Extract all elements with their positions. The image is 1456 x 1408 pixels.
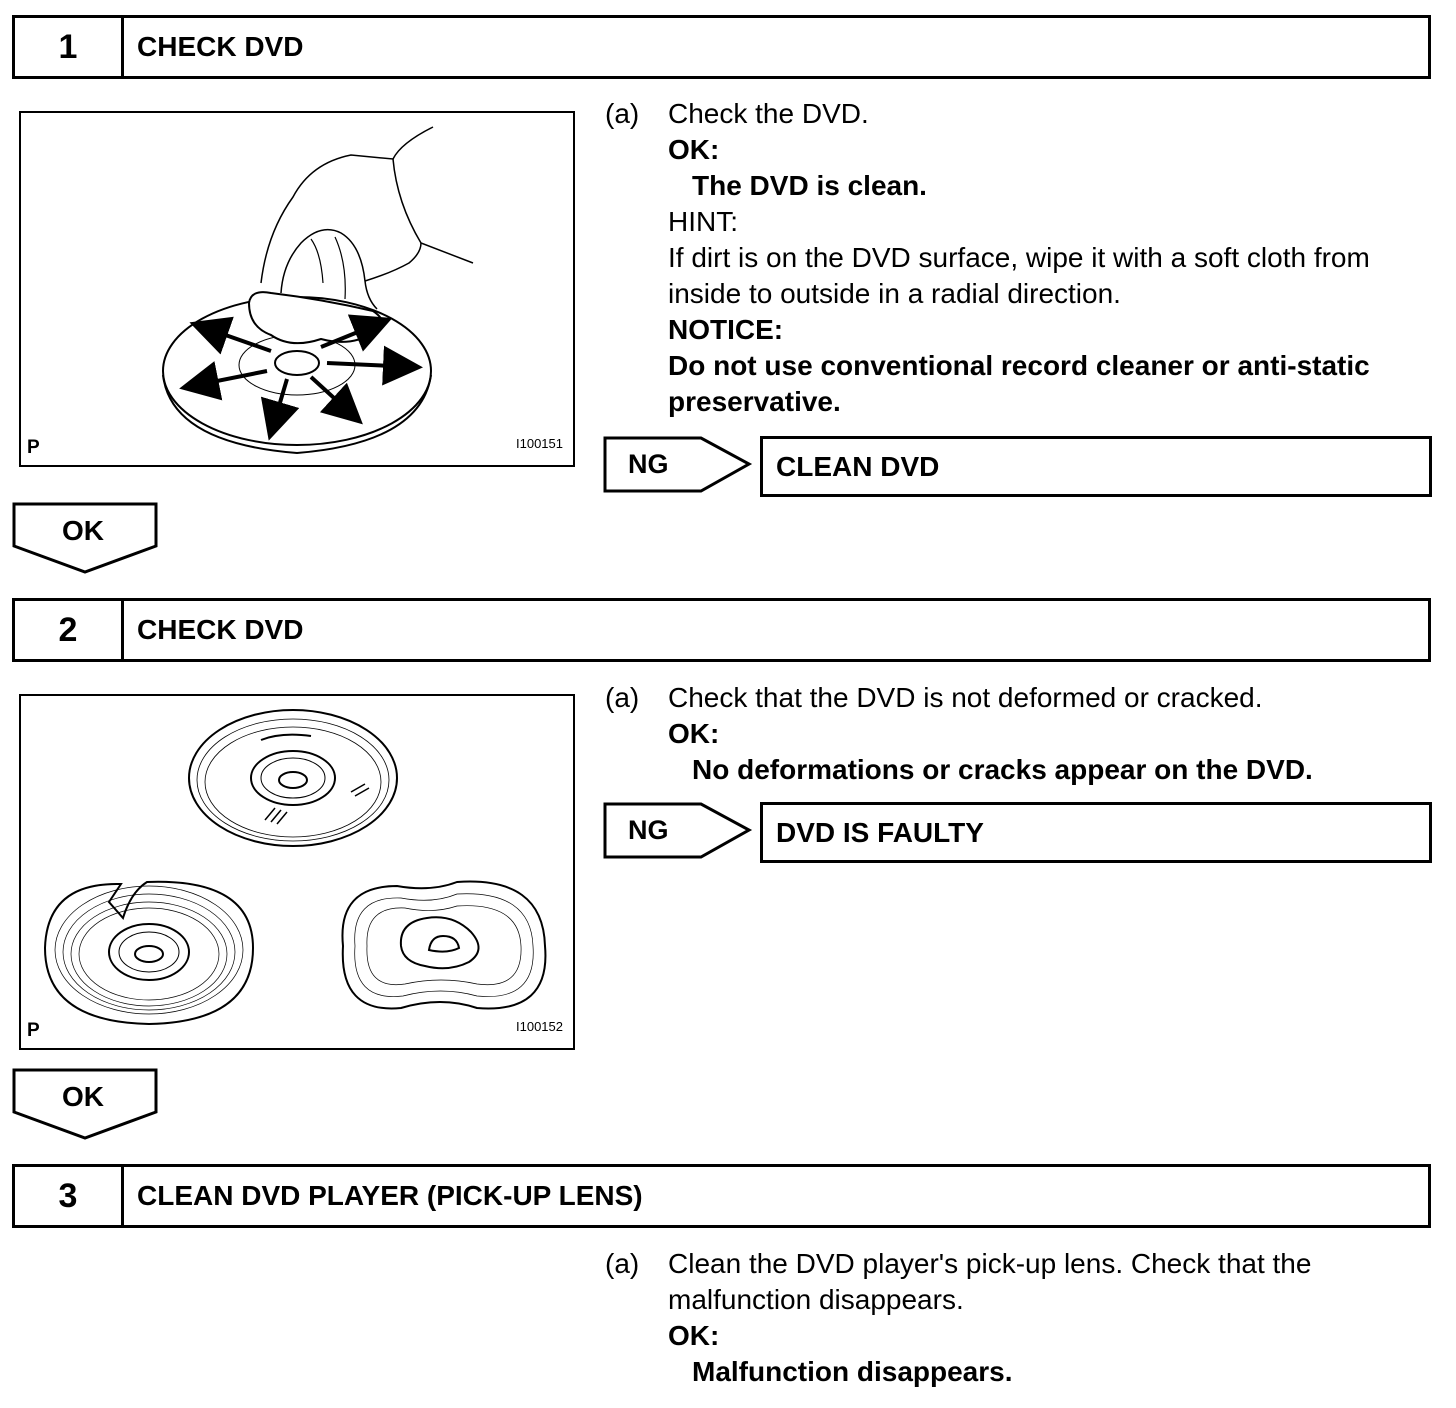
step-title: CLEAN DVD PLAYER (PICK-UP LENS) [137,1180,643,1211]
ng-result-box: DVD IS FAULTY [760,802,1432,863]
figure-id: I100152 [516,1019,563,1034]
instruction-line-1: Clean the DVD player's pick-up lens. Che… [668,1248,1312,1279]
notice-line-2: preservative. [668,386,841,417]
instruction-marker: (a) [605,1248,640,1279]
instruction-marker: (a) [605,682,640,713]
step-2-header: 2 CHECK DVD [12,598,1431,662]
ok-criteria: No deformations or cracks appear on the … [692,754,1313,785]
instruction-line-2: malfunction disappears. [668,1284,964,1315]
step-3-header: 3 CLEAN DVD PLAYER (PICK-UP LENS) [12,1164,1431,1228]
wipe-dvd-illustration [162,126,474,455]
ng-result-box: CLEAN DVD [760,436,1432,497]
notice-line-1: Do not use conventional record cleaner o… [668,350,1370,381]
instruction-marker: (a) [605,98,640,129]
ok-heading: OK: [668,1320,720,1351]
ok-arrow-label: OK [62,1081,104,1112]
ng-arrow-icon [603,436,753,493]
step-number: 2 [15,601,124,659]
instruction-text: Check that the DVD is not deformed or cr… [668,682,1263,713]
step-title: CHECK DVD [137,31,304,62]
figure-damaged-dvds: P I100152 [19,694,575,1050]
figure-corner-label: P [27,1020,40,1041]
step-title: CHECK DVD [137,614,304,645]
step-number: 3 [15,1167,124,1225]
notice-heading: NOTICE: [668,314,784,345]
ok-arrow-icon [12,1068,158,1140]
ok-arrow-icon [12,502,158,574]
instruction-text: Check the DVD. [668,98,869,129]
ok-criteria: The DVD is clean. [692,170,927,201]
damaged-dvds-illustration [43,709,547,1026]
step-1-header: 1 CHECK DVD [12,15,1431,79]
ok-arrow-label: OK [62,515,104,546]
ng-label: NG [628,815,669,845]
ng-arrow-icon [603,802,753,859]
ng-label: NG [628,449,669,479]
figure-corner-label: P [27,437,40,458]
figure-id: I100151 [516,436,563,451]
ok-heading: OK: [668,718,720,749]
step-number: 1 [15,18,124,76]
ok-heading: OK: [668,134,720,165]
figure-wipe-dvd: P I100151 [19,111,575,467]
ok-criteria: Malfunction disappears. [692,1356,1013,1387]
hint-line-1: If dirt is on the DVD surface, wipe it w… [668,242,1370,273]
hint-line-2: inside to outside in a radial direction. [668,278,1121,309]
hint-heading: HINT: [668,206,738,237]
